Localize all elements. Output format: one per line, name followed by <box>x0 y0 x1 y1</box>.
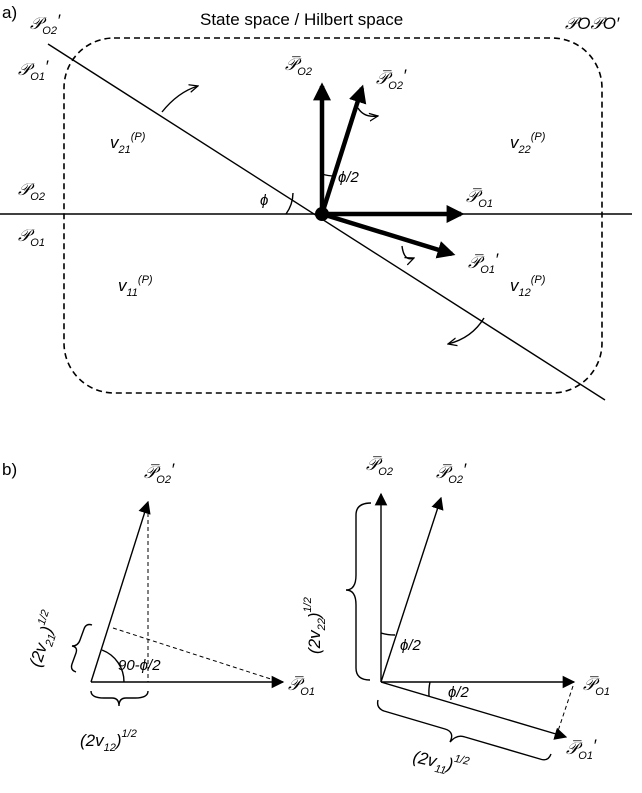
phi-arc <box>285 192 294 215</box>
label-p-o2-left: 𝒫O2 <box>18 180 45 203</box>
right-label-2v22: (2v22)1/2 <box>302 597 328 654</box>
label-phi: ϕ <box>260 192 268 209</box>
rotation-arrow-lower-right <box>448 317 485 344</box>
left-dashed-projection-diagonal <box>112 627 281 683</box>
label-p-o1-left: 𝒫O1 <box>18 226 45 249</box>
label-vector-p-o1-prime: 𝒫̅O1′ <box>468 250 499 276</box>
state-space-title: State space / Hilbert space <box>200 10 403 29</box>
left-brace-side <box>70 623 93 673</box>
panel-b-label: b) <box>2 460 17 479</box>
panel-b-left: 𝒫̅O2′ 𝒫̅O1 90-ϕ/2 (2v12)1/2 (2v21)1/2 <box>23 460 315 754</box>
right-vector-p-o1-prime <box>380 681 568 740</box>
right-label-p-o2: 𝒫̅O2 <box>366 455 393 478</box>
region-v11: v11(P) <box>118 274 153 299</box>
label-p-o1-prime-left: 𝒫O1′ <box>18 57 49 83</box>
state-space-boundary <box>63 37 603 394</box>
panel-b-right: 𝒫̅O2 𝒫̅O2′ 𝒫̅O1 𝒫̅O1′ ϕ/2 ϕ/2 (2v22)1/2 … <box>302 455 610 781</box>
panel-a-label: a) <box>2 3 17 22</box>
origin-point <box>315 207 329 221</box>
rotation-arrow-upper-left <box>161 86 198 113</box>
right-label-p-o1-prime: 𝒫̅O1′ <box>566 736 597 762</box>
rotation-arrow-p-o2-prime <box>357 107 378 116</box>
left-brace-bottom <box>90 690 149 707</box>
region-v22: v22(P) <box>510 131 546 156</box>
left-label-2v21: (2v21)1/2 <box>23 608 65 670</box>
left-angle-arc <box>101 649 125 683</box>
right-label-p-o1: 𝒫̅O1 <box>583 675 610 698</box>
left-label-p-o1: 𝒫̅O1 <box>288 675 315 698</box>
region-v12: v12(P) <box>510 274 546 299</box>
left-vector-p-o2-prime <box>90 500 151 683</box>
right-angle-label-top: ϕ/2 <box>400 637 422 654</box>
label-vector-p-o1: 𝒫̅O1 <box>466 187 493 210</box>
region-v21: v21(P) <box>110 131 146 156</box>
right-brace-side <box>345 502 372 681</box>
right-angle-arc-bottom <box>428 681 431 697</box>
label-vector-p-o2-prime: 𝒫̅O2′ <box>376 66 407 92</box>
label-vector-p-o2: 𝒫̅O2 <box>285 55 312 78</box>
right-angle-label-bottom: ϕ/2 <box>448 684 470 701</box>
right-brace-bottom <box>376 699 552 761</box>
label-p-o-p-o-prime-topright: 𝒫O𝒫O′ <box>565 14 620 33</box>
label-phi-half: ϕ/2 <box>338 169 360 186</box>
left-label-p-o2-prime: 𝒫̅O2′ <box>144 460 175 486</box>
label-p-o2-prime-topleft: 𝒫O2′ <box>30 11 61 37</box>
left-label-2v12: (2v12)1/2 <box>80 728 137 754</box>
vector-p-o1-prime <box>321 211 456 259</box>
right-dashed-projection <box>556 685 574 735</box>
right-vector-p-o2-prime <box>380 496 444 683</box>
rotated-axis-line <box>47 43 606 401</box>
right-angle-arc-top <box>380 632 396 636</box>
rotation-arrow-p-o1-prime <box>401 245 414 259</box>
right-label-2v11: (2v11)1/2 <box>410 744 470 781</box>
right-label-p-o2-prime: 𝒫̅O2′ <box>436 460 467 486</box>
vector-p-o2-prime <box>319 84 367 215</box>
left-angle-label: 90-ϕ/2 <box>118 657 161 674</box>
